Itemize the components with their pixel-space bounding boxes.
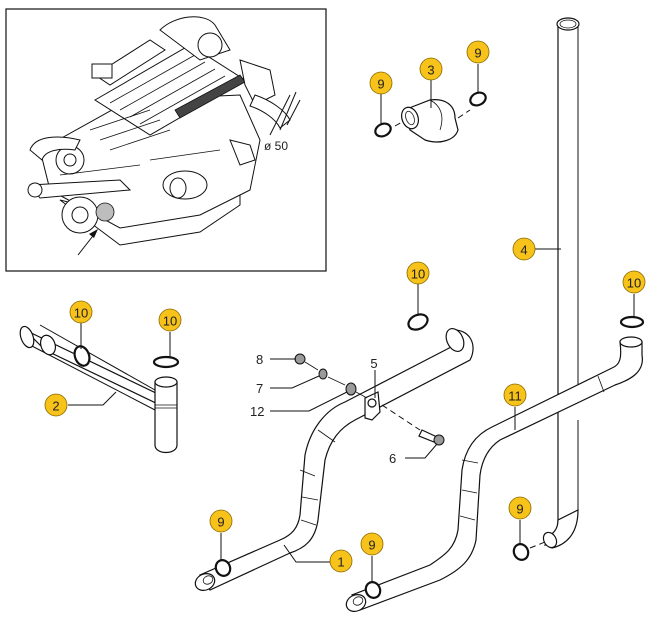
engine-illustration bbox=[27, 16, 301, 256]
callout-10: 10 bbox=[69, 300, 93, 324]
callout-1: 1 bbox=[329, 549, 353, 573]
part-12-washer bbox=[345, 382, 357, 396]
part-2-y-pipe bbox=[19, 324, 178, 454]
callout-2: 2 bbox=[44, 393, 68, 417]
part-3-elbow bbox=[394, 99, 471, 143]
callout-9: 9 bbox=[360, 532, 384, 556]
hose-clamp bbox=[619, 315, 645, 329]
callout-3: 3 bbox=[419, 57, 443, 81]
svg-text:9: 9 bbox=[368, 538, 375, 553]
part-11-hose bbox=[345, 336, 643, 612]
label-6: 6 bbox=[389, 451, 396, 466]
svg-text:1: 1 bbox=[337, 555, 344, 570]
callout-9: 9 bbox=[466, 40, 490, 64]
svg-text:10: 10 bbox=[74, 306, 88, 321]
part-4-straight-pipe bbox=[529, 17, 580, 549]
hose-clamp bbox=[512, 543, 530, 561]
callout-9: 9 bbox=[369, 71, 393, 95]
svg-text:9: 9 bbox=[217, 515, 224, 530]
svg-text:11: 11 bbox=[508, 389, 522, 404]
callout-4: 4 bbox=[512, 237, 536, 261]
hose-clamp bbox=[407, 313, 429, 331]
label-5: 5 bbox=[370, 356, 377, 371]
callout-10: 10 bbox=[406, 261, 430, 285]
callout-10: 10 bbox=[158, 308, 182, 332]
svg-text:2: 2 bbox=[52, 399, 59, 414]
svg-text:9: 9 bbox=[474, 46, 481, 61]
callout-9: 9 bbox=[508, 496, 532, 520]
svg-text:9: 9 bbox=[377, 77, 384, 92]
dimension-label: ø 50 bbox=[264, 139, 288, 153]
hose-clamp bbox=[364, 581, 382, 599]
leader-lines bbox=[68, 64, 635, 583]
callout-10: 10 bbox=[622, 270, 646, 294]
label-12: 12 bbox=[250, 404, 264, 419]
engine-inset: ø 50 bbox=[5, 8, 327, 272]
part-7-washer bbox=[318, 368, 328, 380]
svg-text:10: 10 bbox=[627, 276, 641, 291]
callout-9: 9 bbox=[209, 509, 233, 533]
part-8-nut bbox=[294, 353, 306, 365]
hose-clamp bbox=[214, 559, 232, 577]
svg-text:10: 10 bbox=[163, 314, 177, 329]
arrow-icon bbox=[89, 229, 98, 238]
svg-text:4: 4 bbox=[520, 243, 527, 258]
hose-clamp bbox=[374, 122, 392, 138]
callout-11: 11 bbox=[503, 383, 527, 407]
label-7: 7 bbox=[256, 381, 263, 396]
hose-clamp bbox=[469, 91, 487, 107]
svg-text:9: 9 bbox=[516, 502, 523, 517]
svg-text:3: 3 bbox=[427, 63, 434, 78]
part-6-bolt bbox=[418, 429, 445, 446]
hose-clamp bbox=[73, 345, 91, 367]
part-5-bracket bbox=[364, 391, 381, 421]
hose-clamp bbox=[152, 355, 180, 369]
svg-text:10: 10 bbox=[411, 267, 425, 282]
label-8: 8 bbox=[256, 352, 263, 367]
